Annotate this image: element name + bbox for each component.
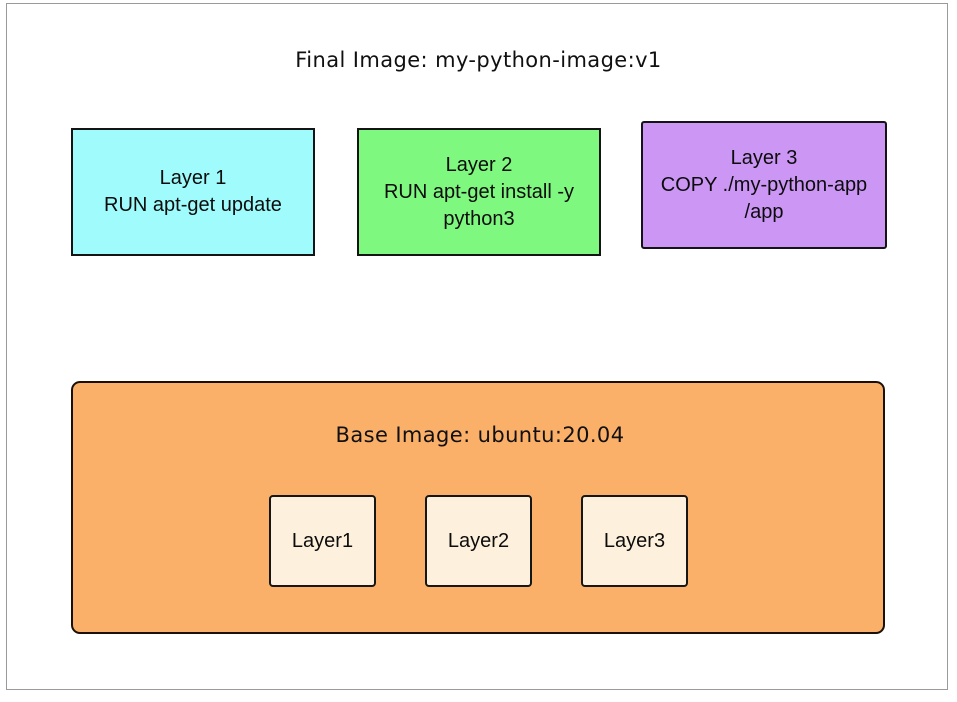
layer-1-box[interactable]: Layer 1 RUN apt-get update — [71, 128, 315, 256]
layer-3-line-1: Layer 3 — [730, 146, 798, 169]
layer-1-line-1: Layer 1 — [159, 167, 227, 189]
layer-3-line-3: /app — [744, 200, 784, 223]
inner-layer-3-label: Layer3 — [603, 529, 666, 552]
inner-layer-1-box[interactable]: Layer1 — [269, 495, 376, 587]
layer-2-box[interactable]: Layer 2 RUN apt-get install -y python3 — [357, 128, 601, 256]
base-image-title: Base Image: ubuntu:20.04 — [335, 423, 625, 447]
final-image-title: Final Image: my-python-image:v1 — [295, 48, 662, 72]
layer-3-box[interactable]: Layer 3 COPY ./my-python-app /app — [641, 121, 887, 249]
inner-layer-3-box[interactable]: Layer3 — [581, 495, 688, 587]
inner-layer-1-label: Layer1 — [291, 529, 354, 552]
layer-1-line-2: RUN apt-get update — [104, 194, 282, 216]
layer-2-line-3: python3 — [443, 207, 515, 230]
layer-2-text: Layer 2 RUN apt-get install -y python3 — [384, 152, 574, 233]
inner-layer-2-label: Layer2 — [447, 529, 510, 552]
layer-3-line-2: COPY ./my-python-app — [660, 173, 868, 196]
layer-3-text: Layer 3 COPY ./my-python-app /app — [661, 145, 867, 226]
inner-layer-2-box[interactable]: Layer2 — [425, 495, 532, 587]
layer-2-line-2: RUN apt-get install -y — [383, 180, 575, 203]
layer-1-text: Layer 1 RUN apt-get update — [104, 165, 282, 219]
base-image-box[interactable]: Base Image: ubuntu:20.04 Layer1 Layer2 L… — [71, 381, 885, 634]
layer-2-line-1: Layer 2 — [445, 153, 513, 176]
